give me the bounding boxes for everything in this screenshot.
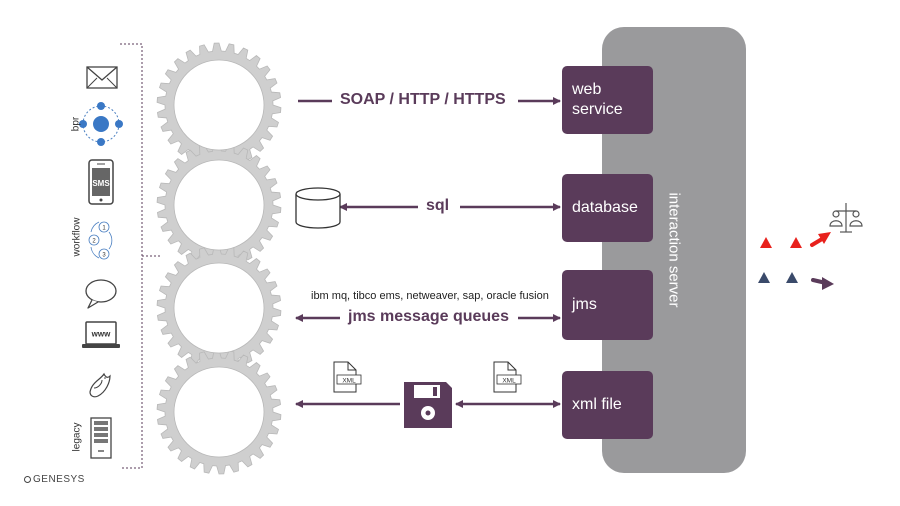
workflow-icon: 1 2 3 bbox=[88, 221, 113, 260]
database-cylinder-icon bbox=[295, 187, 341, 229]
chat-bubble-icon bbox=[85, 279, 117, 309]
people-scale-icon bbox=[829, 203, 863, 233]
navy-triangle-2 bbox=[786, 272, 798, 283]
workflow-step-3: 3 bbox=[102, 253, 106, 259]
gear-hub-4 bbox=[173, 366, 265, 458]
jms-label: jms message queues bbox=[348, 308, 509, 325]
red-triangle-1 bbox=[760, 237, 772, 248]
gear-hub-2 bbox=[173, 159, 265, 251]
node-web-service: web service bbox=[562, 66, 653, 134]
xml-document-icon-left: XML bbox=[333, 361, 362, 393]
node-jms: jms bbox=[562, 270, 653, 340]
gear-hub-1 bbox=[173, 59, 265, 151]
sql-label: sql bbox=[426, 197, 450, 214]
floppy-disk-icon bbox=[404, 382, 452, 428]
bird-icon bbox=[89, 372, 111, 398]
www-laptop-icon: www bbox=[82, 321, 120, 348]
gear-hub-3 bbox=[173, 262, 265, 354]
genesys-logo-mark-icon bbox=[24, 476, 31, 483]
envelope-icon bbox=[86, 66, 118, 89]
bpr-network-icon bbox=[79, 102, 123, 146]
genesys-logo: GENESYS bbox=[24, 474, 85, 485]
workflow-step-1: 1 bbox=[102, 226, 106, 232]
channel-bracket bbox=[120, 43, 143, 469]
www-text: www bbox=[91, 330, 111, 339]
xml-document-icon-right: XML bbox=[493, 361, 522, 393]
xml-badge-left: XML bbox=[342, 378, 356, 385]
navy-triangle-1 bbox=[758, 272, 770, 283]
node-xml-file: xml file bbox=[562, 371, 653, 439]
xml-badge-right: XML bbox=[502, 378, 516, 385]
legacy-server-icon bbox=[90, 417, 112, 459]
sms-text: SMS bbox=[92, 179, 110, 188]
node-database: database bbox=[562, 174, 653, 242]
red-arrow-icon bbox=[810, 237, 824, 247]
sms-phone-icon: SMS bbox=[88, 159, 114, 205]
soap-label: SOAP / HTTP / HTTPS bbox=[340, 91, 506, 108]
workflow-step-2: 2 bbox=[92, 239, 96, 245]
jms-vendors-label: ibm mq, tibco ems, netweaver, sap, oracl… bbox=[311, 290, 549, 302]
red-triangle-2 bbox=[790, 237, 802, 248]
